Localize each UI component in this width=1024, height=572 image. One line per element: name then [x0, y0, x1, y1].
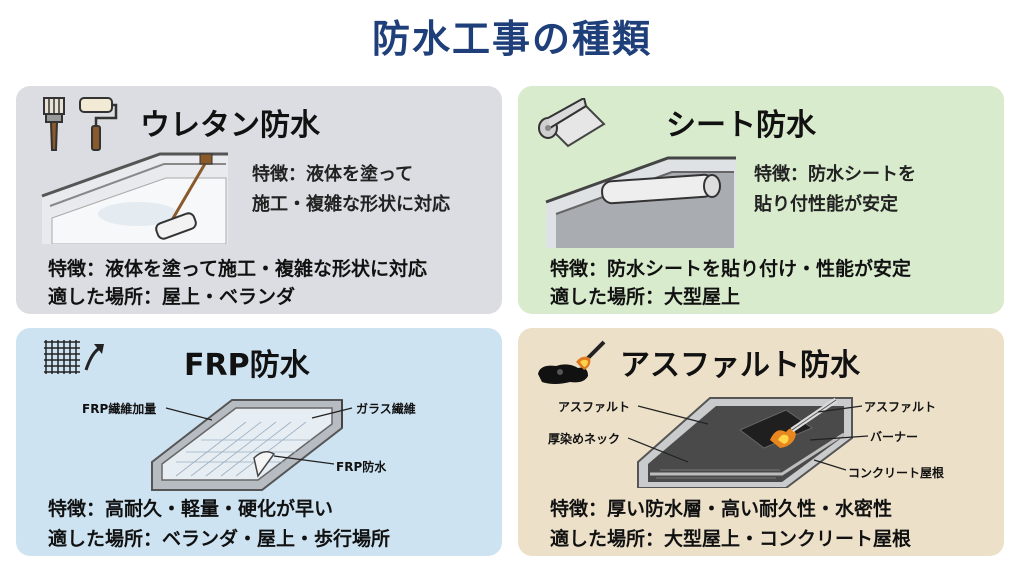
- card-title: FRP防水: [184, 348, 310, 383]
- features-text: 特徴：防水シートを貼り付け・性能が安定: [550, 258, 912, 280]
- card-title: シート防水: [666, 108, 816, 143]
- card-urethane: ウレタン防水 特徴：液体を塗って 施工・複雑な形状に対応 特徴：液体を塗って施工…: [16, 86, 502, 314]
- places-text: 適した場所：大型屋上: [550, 286, 741, 308]
- card-asphalt: アスファルト防水 アスファルト 厚染めネック アスファルト バーナー コンクリー…: [518, 328, 1004, 556]
- diagram-label: コンクリート屋根: [848, 466, 945, 480]
- sheet-roof-illustration: [544, 152, 738, 248]
- side-feature-text: 特徴：液体を塗って 施工・複雑な形状に対応: [252, 160, 450, 220]
- side-line: 特徴：防水シートを: [754, 164, 916, 185]
- places-text: 適した場所：屋上・ベランダ: [48, 286, 296, 308]
- places-text: 適した場所：ベランダ・屋上・歩行場所: [48, 528, 391, 550]
- features-text: 特徴：厚い防水層・高い耐久性・水密性: [550, 498, 893, 520]
- diagram-label: ガラス繊維: [356, 402, 416, 416]
- card-frp: FRP防水 FRP繊維加量 ガラス繊維 FRP防水 特徴：高耐久・軽量・硬化が早…: [16, 328, 502, 556]
- features-text: 特徴：液体を塗って施工・複雑な形状に対応: [48, 258, 428, 280]
- sheet-roll-icon: [536, 98, 606, 148]
- diagram-label: FRP繊維加量: [82, 402, 157, 416]
- card-title: アスファルト防水: [620, 348, 860, 383]
- features-text: 特徴：高耐久・軽量・硬化が早い: [48, 498, 334, 520]
- urethane-roof-illustration: [40, 148, 230, 244]
- label-leaders: [627, 405, 869, 471]
- diagram-label: バーナー: [870, 430, 919, 444]
- diagram-label: FRP防水: [336, 460, 387, 474]
- diagram-label: アスファルト: [864, 400, 937, 414]
- diagram-label: アスファルト: [558, 400, 631, 414]
- frp-tray-illustration: [146, 392, 346, 492]
- paint-brush-roller-icon: [40, 96, 120, 154]
- fiber-mesh-icon: [40, 336, 120, 378]
- asphalt-torch-icon: [534, 336, 614, 390]
- side-feature-text: 特徴：防水シートを 貼り付性能が安定: [754, 160, 916, 220]
- page-title: 防水工事の種類: [371, 17, 652, 61]
- card-sheet: シート防水 特徴：防水シートを 貼り付性能が安定 特徴：防水シートを貼り付け・性…: [518, 86, 1004, 314]
- side-line: 貼り付性能が安定: [754, 194, 898, 215]
- asphalt-roof-illustration: [636, 390, 854, 488]
- side-line: 特徴：液体を塗って: [252, 164, 414, 185]
- label-leaders: [165, 407, 353, 465]
- side-line: 施工・複雑な形状に対応: [252, 194, 450, 215]
- diagram-label: 厚染めネック: [548, 432, 621, 446]
- card-title: ウレタン防水: [140, 108, 320, 143]
- places-text: 適した場所：大型屋上・コンクリート屋根: [550, 528, 912, 550]
